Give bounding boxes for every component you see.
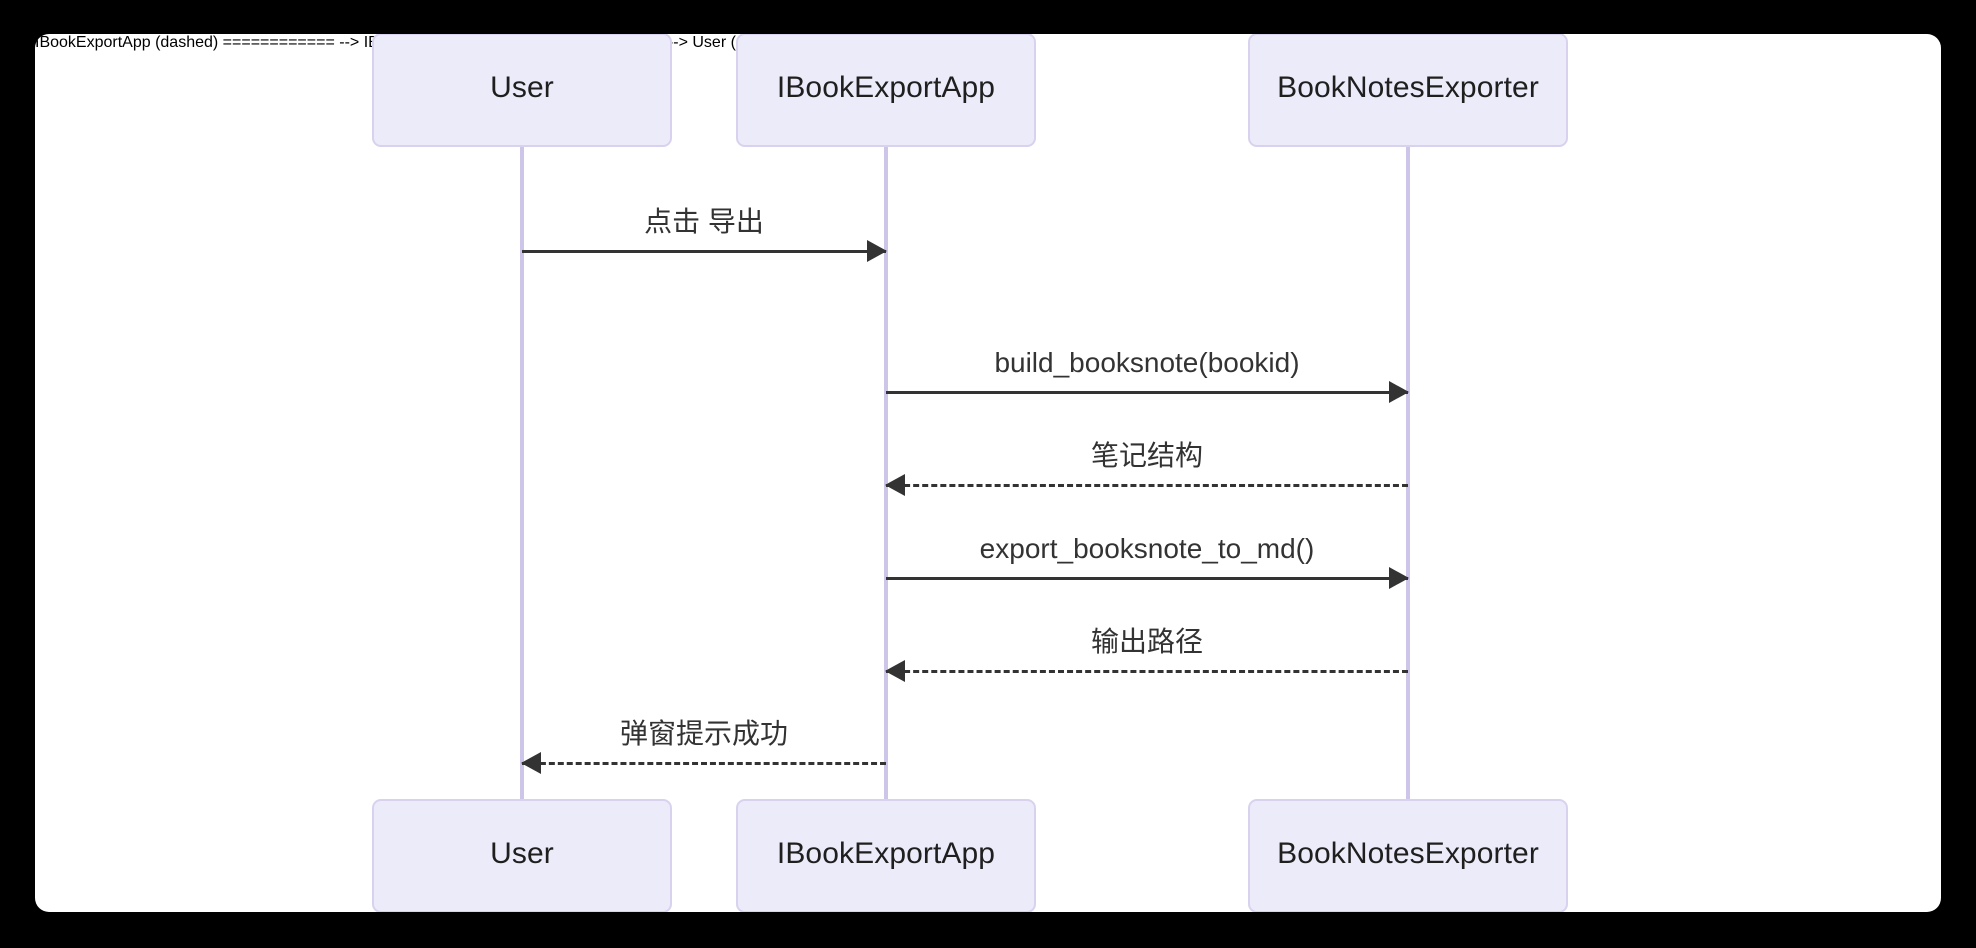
message-5-arrowhead-icon [885, 660, 905, 682]
lifeline-booknotesexporter [1406, 147, 1410, 799]
participant-label-ibookexportapp-top: IBookExportApp [776, 71, 996, 104]
sequence-diagram: User IBookExportApp BookNotesExporter 点击… [35, 34, 1941, 912]
participant-box-user-top[interactable]: User [372, 34, 672, 147]
participant-label-user-top: User [490, 71, 554, 104]
message-5-label: 输出路径 [1090, 626, 1203, 658]
message-5-line [886, 670, 1408, 673]
participant-label-booknotesexporter-bottom: BookNotesExporter [1277, 837, 1539, 870]
message-2-arrowhead-icon [1389, 381, 1409, 403]
message-3-label: 笔记结构 [1090, 440, 1203, 472]
message-1-arrowhead-icon [867, 240, 887, 262]
participant-box-ibookexportapp-top[interactable]: IBookExportApp [736, 34, 1036, 147]
message-6-line [522, 762, 886, 765]
message-6-label: 弹窗提示成功 [619, 718, 788, 750]
message-3-line [886, 484, 1408, 487]
lifeline-user [520, 147, 524, 799]
participant-box-booknotesexporter-top[interactable]: BookNotesExporter [1248, 34, 1568, 147]
message-6-arrowhead-icon [521, 752, 541, 774]
message-4-label: export_booksnote_to_md() [979, 533, 1315, 565]
participant-box-booknotesexporter-bottom[interactable]: BookNotesExporter [1248, 799, 1568, 912]
message-1-line [522, 250, 886, 253]
participant-label-ibookexportapp-bottom: IBookExportApp [776, 837, 996, 870]
diagram-canvas: User IBookExportApp BookNotesExporter 点击… [35, 34, 1941, 912]
message-3-arrowhead-icon [885, 474, 905, 496]
message-1-label: 点击 导出 [644, 206, 764, 238]
participant-box-ibookexportapp-bottom[interactable]: IBookExportApp [736, 799, 1036, 912]
participant-label-user-bottom: User [490, 837, 554, 870]
message-2-line [886, 391, 1408, 394]
participant-box-user-bottom[interactable]: User [372, 799, 672, 912]
message-4-arrowhead-icon [1389, 567, 1409, 589]
participant-label-booknotesexporter-top: BookNotesExporter [1277, 71, 1539, 104]
message-2-label: build_booksnote(bookid) [994, 347, 1300, 379]
message-4-line [886, 577, 1408, 580]
lifeline-ibookexportapp [884, 147, 888, 799]
